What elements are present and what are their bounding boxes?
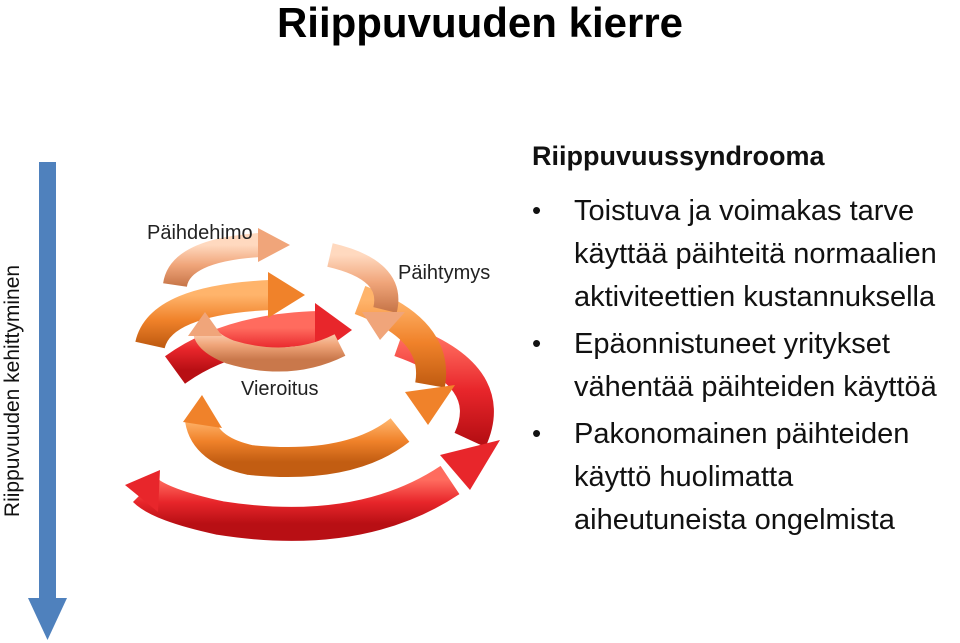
list-item: • Toistuva ja voimakas tarve käyttää päi… bbox=[532, 190, 960, 319]
syndrome-heading: Riippuvuussyndrooma bbox=[532, 140, 825, 172]
stage-label-craving: Päihdehimo bbox=[147, 222, 253, 244]
bullet-icon: • bbox=[532, 413, 541, 453]
bullet-text: Pakonomainen päihteiden käyttö huolimatt… bbox=[574, 413, 960, 542]
syndrome-bullet-list: • Toistuva ja voimakas tarve käyttää päi… bbox=[532, 190, 960, 546]
stage-label-withdrawal: Vieroitus bbox=[241, 378, 318, 400]
bullet-text: Epäonnistuneet yritykset vähentää päihte… bbox=[574, 323, 960, 409]
bullet-text: Toistuva ja voimakas tarve käyttää päiht… bbox=[574, 190, 960, 319]
bullet-icon: • bbox=[532, 323, 541, 363]
stage-label-intoxication: Päihtymys bbox=[398, 262, 490, 284]
list-item: • Pakonomainen päihteiden käyttö huolima… bbox=[532, 413, 960, 542]
bullet-icon: • bbox=[532, 190, 541, 230]
list-item: • Epäonnistuneet yritykset vähentää päih… bbox=[532, 323, 960, 409]
